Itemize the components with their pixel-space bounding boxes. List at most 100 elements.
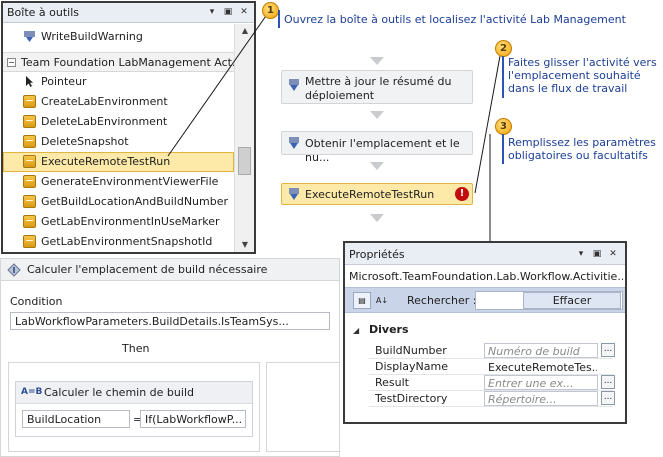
assign-to-input[interactable]: BuildLocation — [22, 410, 130, 428]
dropdown-icon[interactable]: ▾ — [209, 7, 215, 17]
toolbox-panel: Boîte à outils ▾ ▣ ✕ WriteBuildWarning −… — [1, 1, 256, 254]
if-activity-title: Calculer l'emplacement de build nécessai… — [27, 263, 268, 276]
assign-activity-title: Calculer le chemin de build — [44, 386, 194, 399]
property-value-input[interactable]: Entrer une ex... — [484, 375, 598, 390]
callout-text-1: Ouvrez la boîte à outils et localisez l'… — [284, 13, 626, 26]
else-branch[interactable] — [266, 362, 340, 452]
properties-category-divers: Divers — [369, 323, 409, 336]
activity-label: Obtenir l'emplacement et le nu... — [305, 137, 460, 164]
property-row-buildnumber[interactable]: BuildNumber Numéro de build ... — [369, 343, 615, 359]
toolbox-item-label: GetLabEnvironmentSnapshotId — [41, 235, 213, 248]
callout-bar — [278, 10, 280, 28]
toolbox-scrollbar[interactable]: ▲ ▼ — [234, 24, 254, 252]
ellipsis-button[interactable]: ... — [601, 375, 615, 389]
drop-target-arrow — [370, 214, 384, 222]
toolbox-item-pointeur[interactable]: Pointeur — [3, 72, 234, 92]
toolbox-item-label: Pointeur — [41, 75, 87, 88]
properties-object-name: Microsoft.TeamFoundation.Lab.Workflow.Ac… — [349, 270, 623, 283]
toolbox-item-label: CreateLabEnvironment — [41, 95, 168, 108]
toolbox-item-label: GenerateEnvironmentViewerFile — [41, 175, 219, 188]
activity-icon — [289, 79, 299, 91]
scrollbar-thumb[interactable] — [238, 147, 251, 175]
scroll-up-icon[interactable]: ▲ — [241, 26, 249, 35]
toolbox-item-label: ExecuteRemoteTestRun — [41, 155, 171, 168]
toolbox-item-createlabenvironment[interactable]: CreateLabEnvironment — [3, 92, 234, 112]
property-row-result[interactable]: Result Entrer une ex... ... — [369, 375, 615, 391]
assign-activity[interactable]: A=B Calculer le chemin de build — [15, 381, 253, 437]
activity-icon — [289, 137, 299, 149]
activity-icon — [23, 135, 36, 148]
activity-icon — [23, 195, 36, 208]
property-name: TestDirectory — [375, 392, 448, 405]
toolbox-group-labmanagement[interactable]: − Team Foundation LabManagement Act... — [3, 52, 234, 72]
activity-executeremotetestrun[interactable]: ExecuteRemoteTestRun ! — [281, 183, 473, 205]
clear-button[interactable]: Effacer — [523, 292, 621, 309]
activity-update-summary[interactable]: Mettre à jour le résumé du déploiement — [281, 70, 473, 104]
scroll-down-icon[interactable]: ▼ — [241, 240, 249, 249]
activity-get-build-location[interactable]: Obtenir l'emplacement et le nu... — [281, 131, 473, 164]
callout-text-3: Remplissez les paramètres obligatoires o… — [508, 136, 656, 162]
toolbox-item-writebuildwarning[interactable]: WriteBuildWarning — [3, 27, 234, 47]
assign-equals: = — [133, 413, 143, 426]
activity-icon — [23, 115, 36, 128]
pin-icon[interactable]: ▣ — [223, 7, 233, 17]
alphabetical-icon[interactable]: A↓ — [375, 296, 389, 305]
dropdown-icon[interactable]: ▾ — [578, 249, 584, 259]
assign-icon: A=B — [21, 387, 43, 397]
drop-target-arrow — [370, 57, 384, 65]
toolbox-item-label: GetLabEnvironmentInUseMarker — [41, 215, 220, 228]
activity-icon — [23, 175, 36, 188]
toolbox-item-getbuildlocationandbuildnumber[interactable]: GetBuildLocationAndBuildNumber — [3, 192, 234, 212]
collapse-icon[interactable]: − — [7, 58, 16, 67]
assign-value-input[interactable]: If(LabWorkflowP... — [140, 410, 246, 428]
properties-title: Propriétés — [349, 248, 405, 261]
callout-number-2: 2 — [495, 40, 512, 57]
toolbox-list: WriteBuildWarning − Team Foundation LabM… — [3, 24, 234, 252]
property-name: BuildNumber — [375, 344, 447, 357]
then-label: Then — [122, 342, 150, 355]
activity-icon — [23, 235, 36, 248]
activity-icon — [23, 215, 36, 228]
property-value-input[interactable]: ExecuteRemoteTes... — [488, 361, 598, 374]
toolbox-titlebar: Boîte à outils ▾ ▣ ✕ — [3, 3, 254, 23]
toolbox-group-label: Team Foundation LabManagement Act... — [21, 56, 234, 69]
toolbox-item-getlabenvironmentinusemarker[interactable]: GetLabEnvironmentInUseMarker — [3, 212, 234, 232]
close-icon[interactable]: ✕ — [240, 7, 248, 17]
activity-label: Mettre à jour le résumé du déploiement — [305, 75, 452, 102]
activity-icon — [289, 188, 299, 200]
toolbox-item-getlabenvironmentsnapshotid[interactable]: GetLabEnvironmentSnapshotId — [3, 232, 234, 252]
assign-activity-header: A=B Calculer le chemin de build — [16, 382, 252, 404]
toolbox-item-generateenvironmentviewerfile[interactable]: GenerateEnvironmentViewerFile — [3, 172, 234, 192]
activity-label: ExecuteRemoteTestRun — [305, 188, 435, 201]
properties-toolbar: ▤ A↓ Rechercher : Effacer — [345, 287, 625, 313]
toolbox-item-deletesnapshot[interactable]: DeleteSnapshot — [3, 132, 234, 152]
if-activity-icon — [7, 263, 21, 277]
property-value-input[interactable]: Répertoire... — [484, 391, 598, 406]
if-activity-header: Calculer l'emplacement de build nécessai… — [1, 259, 339, 281]
callout-text-2: Faites glisser l'activité vers l'emplace… — [508, 56, 657, 95]
search-label: Rechercher : — [407, 294, 477, 307]
toolbox-item-label: DeleteLabEnvironment — [41, 115, 168, 128]
property-row-testdirectory[interactable]: TestDirectory Répertoire... ... — [369, 391, 615, 407]
expand-icon[interactable]: ◢ — [353, 326, 360, 335]
toolbox-item-deletelabenvironment[interactable]: DeleteLabEnvironment — [3, 112, 234, 132]
pin-icon[interactable]: ▣ — [592, 249, 602, 259]
toolbox-title: Boîte à outils — [7, 6, 80, 19]
activity-icon — [23, 95, 36, 108]
close-icon[interactable]: ✕ — [609, 249, 617, 259]
condition-expression-input[interactable]: LabWorkflowParameters.BuildDetails.IsTea… — [10, 312, 330, 330]
properties-panel: Propriétés ▾ ▣ ✕ Microsoft.TeamFoundatio… — [343, 241, 627, 424]
callout-number-3: 3 — [495, 118, 512, 135]
callout-bar — [502, 56, 504, 98]
condition-label: Condition — [10, 295, 63, 308]
toolbox-item-label: WriteBuildWarning — [41, 30, 143, 43]
ellipsis-button[interactable]: ... — [601, 343, 615, 357]
error-icon[interactable]: ! — [455, 187, 469, 201]
ellipsis-button[interactable]: ... — [601, 391, 615, 405]
callout-number-1: 1 — [262, 2, 279, 19]
categorized-icon[interactable]: ▤ — [353, 292, 371, 309]
toolbox-item-executeremotetestrun[interactable]: ExecuteRemoteTestRun — [3, 152, 234, 172]
property-row-displayname[interactable]: DisplayName ExecuteRemoteTes... — [369, 359, 613, 375]
property-value-input[interactable]: Numéro de build — [484, 343, 598, 358]
drop-target-arrow — [370, 162, 384, 170]
